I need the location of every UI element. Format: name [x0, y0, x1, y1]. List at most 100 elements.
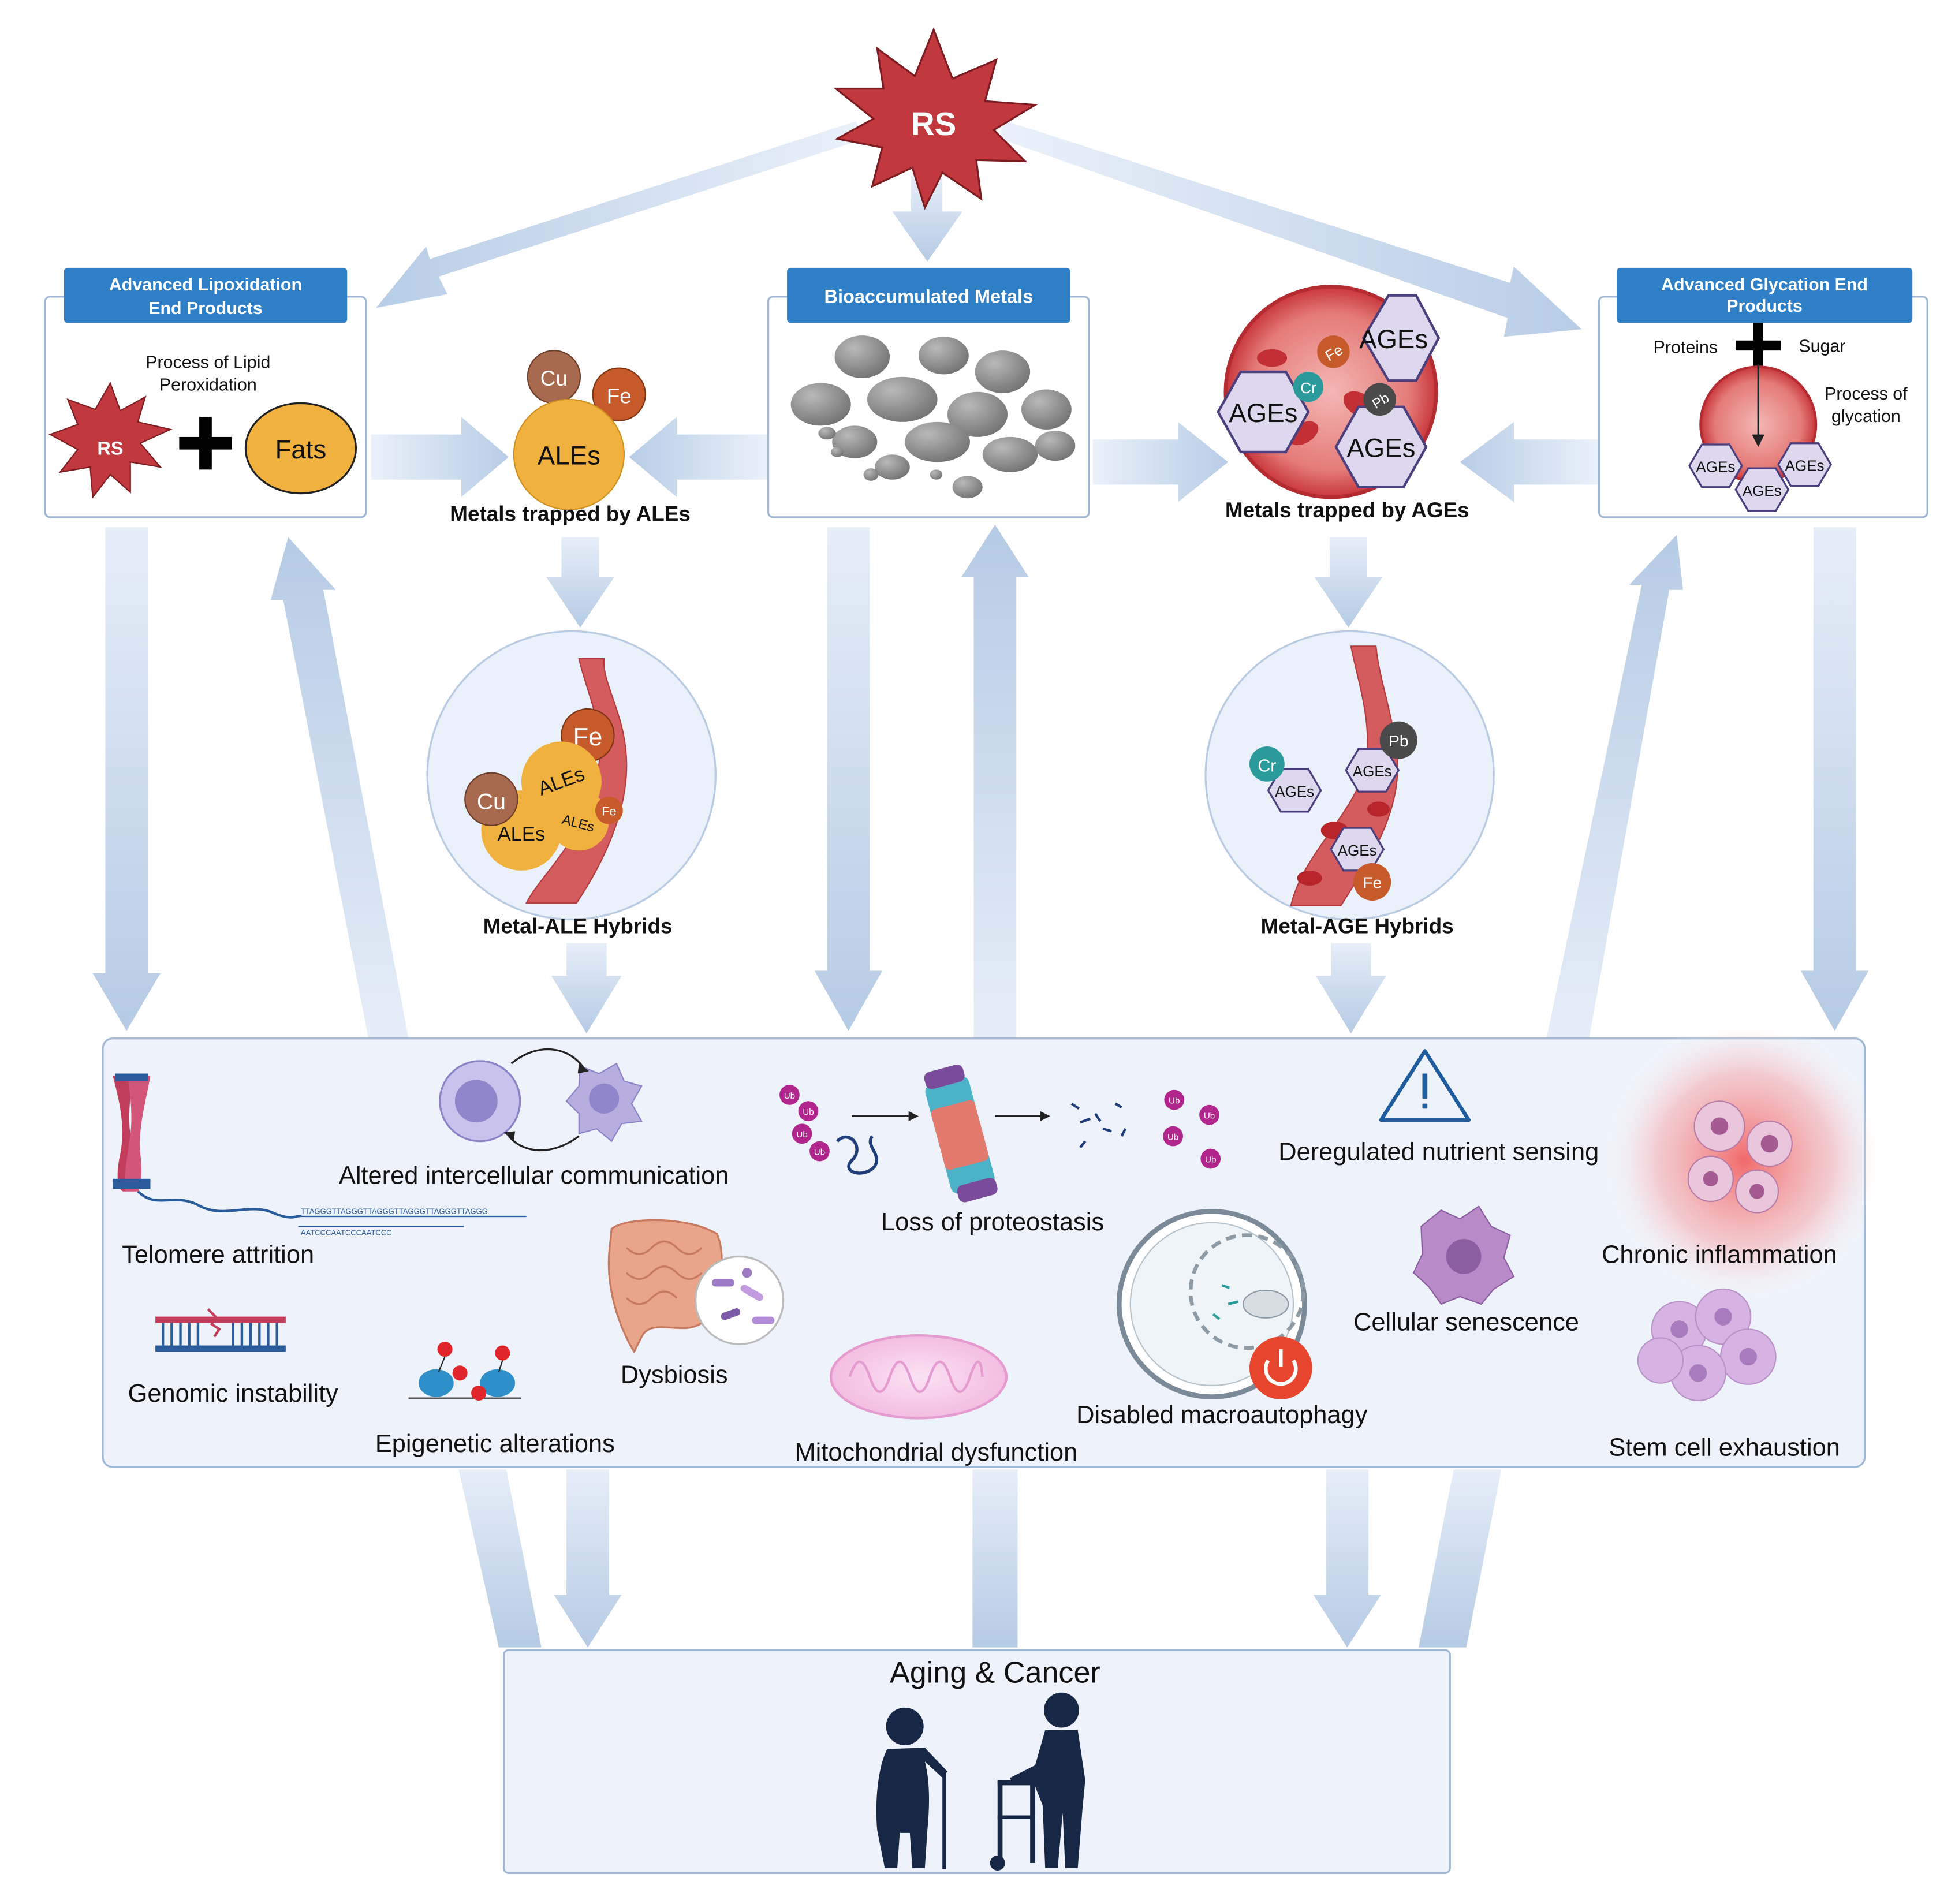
hybrid-ages-2: AGEs [1353, 763, 1392, 780]
age-header-line1: Advanced Glycation End [1661, 275, 1868, 294]
rs-star-small [48, 382, 173, 499]
glycation-line1: Process of [1825, 384, 1908, 404]
senescent-cell-icon [1413, 1205, 1515, 1305]
arrow-hallmarks-to-aging-1 [458, 1469, 542, 1648]
stem-cell-exhaustion-label: Stem cell exhaustion [1609, 1434, 1840, 1462]
age-cr-label: Cr [1300, 379, 1316, 397]
ages-label-2: AGEs [1229, 398, 1297, 428]
cellular-senescence-label: Cellular senescence [1353, 1308, 1579, 1336]
hybrid-fe-small-label: Fe [602, 804, 616, 818]
metals-box-header [787, 267, 1070, 323]
ale-header-line2: End Products [148, 298, 262, 318]
glycation-ages-3: AGEs [1743, 482, 1782, 499]
metal-age-hybrid: AGEs AGEs AGEs Cr Pb Fe Metal-AGE Hybrid… [1204, 630, 1495, 938]
deregulated-nutrient-sensing-label: Deregulated nutrient sensing [1278, 1138, 1599, 1166]
hybrid-fe-label-2: Fe [1363, 873, 1382, 891]
metal-age-hybrids-caption: Metal-AGE Hybrids [1261, 914, 1454, 938]
arrow-hallmarks-to-aging-3 [972, 1469, 1018, 1648]
glycation-ages-2: AGEs [1785, 457, 1825, 475]
hybrid-ales-label-2: ALEs [497, 823, 545, 845]
mitochondrion-icon [829, 1334, 1008, 1420]
lipid-process-line1: Process of Lipid [145, 353, 270, 372]
ales-label: ALEs [538, 441, 600, 471]
gut-microbiome-icon [607, 1219, 785, 1354]
rs-label: RS [911, 106, 956, 142]
arrows [92, 120, 1869, 1648]
fe-label: Fe [607, 384, 632, 408]
glycation-ages-1: AGEs [1696, 458, 1735, 476]
cu-label: Cu [540, 367, 568, 390]
proteasome-icon: Ub Ub Ub Ub Ub Ub Ub Ub [779, 1065, 1221, 1203]
ub-label-5: Ub [1169, 1096, 1180, 1106]
ub-label-8: Ub [1205, 1155, 1216, 1165]
proteins-label: Proteins [1654, 337, 1718, 357]
arrow-ale-to-trapped [371, 417, 509, 498]
ub-label-3: Ub [796, 1130, 807, 1140]
ub-label-1: Ub [784, 1091, 795, 1101]
dna-damage-icon [155, 1308, 286, 1352]
arrow-rs-to-ale [376, 121, 865, 308]
disabled-macroautophagy-label: Disabled macroautophagy [1076, 1401, 1368, 1429]
arrow-alehybrid-to-hallmarks [551, 943, 622, 1034]
metals-header: Bioaccumulated Metals [824, 286, 1033, 307]
warning-icon [1379, 1049, 1471, 1122]
aging-cancer-box: Aging & Cancer [502, 1649, 1451, 1874]
fats-label: Fats [275, 435, 327, 464]
cell-communication-icon [439, 1048, 643, 1152]
glycation-line2: glycation [1831, 406, 1901, 426]
telomere-sequence-1: TTAGGGTTAGGGTTAGGGTTAGGGTTAGGGTTAGGG [301, 1207, 488, 1216]
hybrid-cr-label: Cr [1258, 756, 1276, 775]
aging-cancer-title: Aging & Cancer [890, 1656, 1100, 1689]
intercellular-communication-label: Altered intercellular communication [339, 1162, 729, 1190]
arrow-hallmarks-to-aging-4 [1313, 1469, 1381, 1648]
arrow-rs-to-age [1000, 120, 1582, 337]
metals-trapped-ages-caption: Metals trapped by AGEs [1225, 498, 1469, 522]
ub-label-2: Ub [803, 1107, 814, 1117]
ale-box-header [64, 267, 348, 323]
hybrid-ages-1: AGEs [1275, 783, 1314, 800]
ale-box: Advanced Lipoxidation End Products Proce… [44, 267, 367, 518]
arrow-metals-to-ales [629, 417, 767, 498]
ages-label-3: AGEs [1346, 434, 1415, 463]
power-off-icon [1249, 1336, 1312, 1399]
arrow-hallmarks-up-metals [961, 524, 1029, 1039]
ub-label-7: Ub [1167, 1133, 1178, 1143]
metals-trapped-ales: Cu Fe ALEs Metals trapped by ALEs [450, 350, 691, 525]
arrow-hallmarks-to-aging-5 [1419, 1469, 1502, 1648]
arrow-hallmarks-to-aging-2 [554, 1469, 622, 1648]
dysbiosis-label: Dysbiosis [621, 1361, 728, 1389]
arrow-metals-down [814, 527, 883, 1031]
stem-cells-icon [1637, 1288, 1777, 1402]
metals-trapped-ales-caption: Metals trapped by ALEs [450, 502, 691, 525]
fats-ellipse [244, 402, 357, 495]
mitochondrial-dysfunction-label: Mitochondrial dysfunction [794, 1439, 1077, 1466]
hybrid-pb-label: Pb [1389, 731, 1409, 750]
arrow-ales-to-hybrid [546, 537, 614, 628]
lipid-process-line2: Peroxidation [159, 375, 257, 395]
arrow-metals-to-ages [1092, 421, 1229, 502]
age-header-line2: Products [1726, 296, 1803, 316]
rocks-icon [790, 335, 1076, 499]
rs-star: RS [833, 27, 1039, 211]
chronic-inflammation-label: Chronic inflammation [1602, 1241, 1837, 1268]
age-box-header [1616, 267, 1913, 323]
arrow-hallmarks-up-ale [270, 537, 409, 1039]
arrow-agebox-down [1801, 527, 1869, 1031]
ub-label-4: Ub [814, 1148, 825, 1158]
genomic-instability-label: Genomic instability [128, 1380, 339, 1408]
arrow-hallmarks-up-agebox [1546, 535, 1683, 1039]
ub-label-6: Ub [1204, 1111, 1215, 1121]
telomere-attrition-label: Telomere attrition [122, 1241, 314, 1268]
arrow-ages-to-hybrid [1314, 537, 1383, 628]
telomere-sequence-2: AATCCCAATCCCAATCCC [301, 1229, 392, 1237]
metals-box: Bioaccumulated Metals [767, 267, 1090, 518]
sugar-label: Sugar [1799, 336, 1845, 356]
epigenetic-icon [408, 1342, 521, 1401]
ale-rs-label: RS [97, 438, 123, 458]
epigenetic-alterations-label: Epigenetic alterations [375, 1430, 615, 1458]
loss-of-proteostasis-label: Loss of proteostasis [881, 1208, 1104, 1236]
hybrid-ages-3: AGEs [1338, 842, 1377, 859]
arrow-ale-down [92, 527, 161, 1031]
arrow-agehybrid-to-hallmarks [1316, 943, 1386, 1034]
